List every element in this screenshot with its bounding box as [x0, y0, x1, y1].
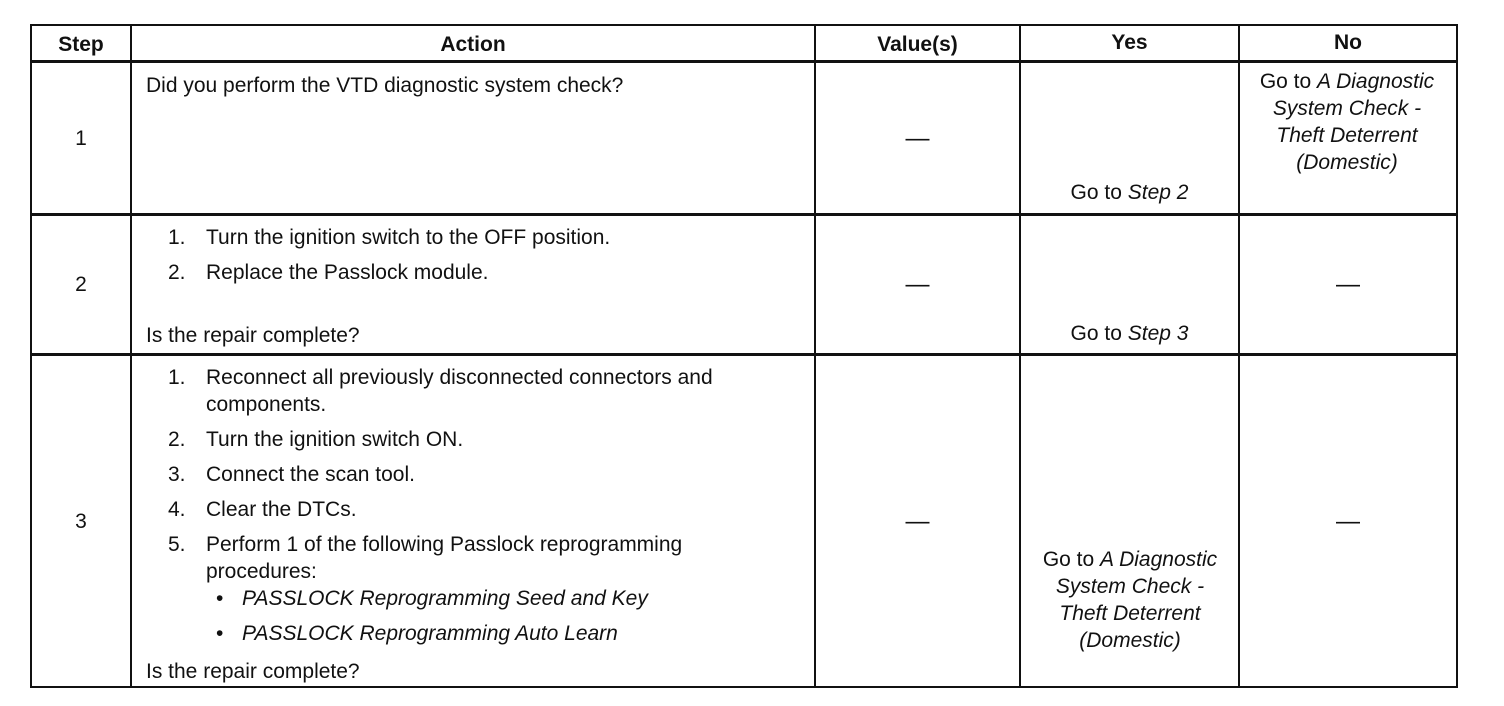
diagnostic-check-link[interactable]: A Diagnostic System Check - Theft Deterr…: [1055, 548, 1218, 652]
header-step: Step: [58, 32, 104, 56]
header-no: No: [1334, 30, 1362, 54]
step-number: 3: [75, 509, 87, 533]
list-item-text: Turn the ignition switch ON.: [206, 428, 464, 451]
no-cell: —: [1336, 507, 1360, 535]
no-cell: Go to A Diagnostic System Check - Theft …: [1254, 68, 1440, 176]
row-divider: [32, 213, 1456, 216]
header-yes: Yes: [1111, 30, 1148, 54]
no-cell: —: [1336, 271, 1360, 298]
step-number: 1: [75, 126, 87, 150]
step-number: 2: [75, 273, 87, 296]
procedure-link[interactable]: PASSLOCK Reprogramming Auto Learn: [242, 622, 618, 645]
action-cell: 1.Turn the ignition switch to the OFF po…: [146, 224, 806, 286]
procedure-item[interactable]: •PASSLOCK Reprogramming Auto Learn: [216, 622, 618, 645]
value-cell: —: [905, 271, 930, 298]
list-item-text: Reconnect all previously disconnected co…: [206, 366, 713, 416]
row-divider: [32, 353, 1456, 356]
column-divider: [1019, 26, 1021, 686]
column-divider: [1238, 26, 1240, 686]
procedure-link[interactable]: PASSLOCK Reprogramming Seed and Key: [242, 587, 648, 610]
value-cell: —: [905, 507, 930, 535]
action-list: 1.Turn the ignition switch to the OFF po…: [146, 224, 806, 286]
list-item: 5.Perform 1 of the following Passlock re…: [146, 531, 806, 585]
list-item: 2.Replace the Passlock module.: [168, 261, 489, 284]
list-item-text: Replace the Passlock module.: [206, 261, 489, 284]
procedure-item[interactable]: •PASSLOCK Reprogramming Seed and Key: [216, 587, 648, 610]
action-cell: 1.Reconnect all previously disconnected …: [146, 364, 806, 647]
header-action: Action: [440, 32, 506, 56]
action-question: Is the repair complete?: [146, 660, 360, 683]
diagnostic-check-link[interactable]: A Diagnostic System Check - Theft Deterr…: [1272, 70, 1435, 174]
list-item: 2.Turn the ignition switch ON.: [168, 428, 464, 451]
column-divider: [130, 26, 132, 686]
row-divider: [32, 60, 1456, 63]
yes-cell: Go to Step 2: [1021, 179, 1238, 206]
list-item: 1.Reconnect all previously disconnected …: [146, 364, 806, 418]
action-question: Is the repair complete?: [146, 324, 360, 347]
action-question: Did you perform the VTD diagnostic syste…: [146, 74, 624, 97]
list-item: 3.Connect the scan tool.: [168, 463, 415, 486]
step-link[interactable]: Step 3: [1127, 322, 1189, 345]
yes-prefix: Go to: [1042, 548, 1101, 571]
diagnostic-table: Step Action Value(s) Yes No 1 Did you pe…: [30, 24, 1458, 688]
list-item-text: Clear the DTCs.: [206, 498, 357, 521]
yes-prefix: Go to: [1070, 181, 1128, 204]
list-item-text: Perform 1 of the following Passlock repr…: [206, 533, 683, 583]
list-item-text: Turn the ignition switch to the OFF posi…: [206, 226, 611, 249]
column-divider: [814, 26, 816, 686]
yes-prefix: Go to: [1070, 322, 1128, 345]
step-link[interactable]: Step 2: [1127, 181, 1189, 204]
procedure-list: •PASSLOCK Reprogramming Seed and Key •PA…: [146, 585, 806, 647]
list-item: 1.Turn the ignition switch to the OFF po…: [168, 226, 611, 249]
no-prefix: Go to: [1259, 70, 1318, 93]
header-values: Value(s): [877, 32, 958, 56]
action-list: 1.Reconnect all previously disconnected …: [146, 364, 806, 585]
list-item-text: Connect the scan tool.: [206, 463, 415, 486]
yes-cell: Go to Step 3: [1021, 320, 1238, 347]
yes-cell: Go to A Diagnostic System Check - Theft …: [1042, 546, 1218, 654]
value-cell: —: [905, 124, 930, 152]
list-item: 4.Clear the DTCs.: [168, 498, 357, 521]
